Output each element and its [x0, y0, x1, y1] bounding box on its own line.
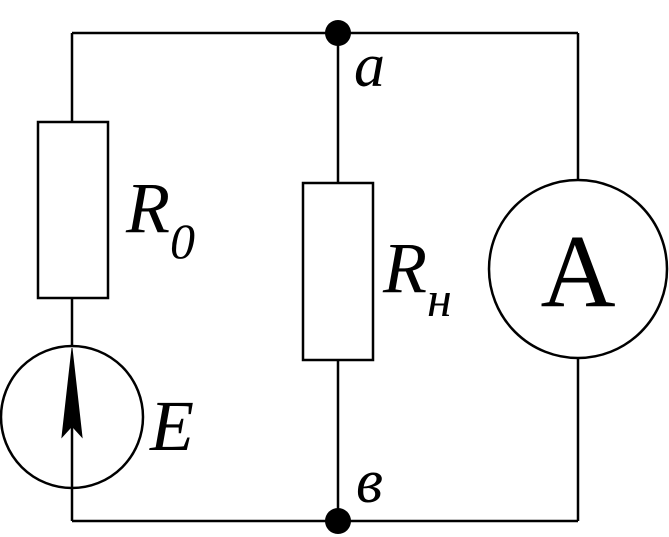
voltage-source: E: [0, 344, 194, 490]
ammeter-label: A: [540, 214, 615, 329]
voltage-source-arrow-head: [61, 347, 83, 439]
load-resistor-label-main: R: [382, 228, 427, 308]
ammeter-circle: [487, 178, 669, 360]
ammeter: A: [487, 178, 669, 360]
load-resistor-label: Rн: [382, 228, 452, 327]
node-bottom-label: в: [356, 448, 383, 516]
node-top-label: a: [354, 32, 385, 100]
internal-resistor: R0: [36, 120, 195, 300]
node-top-dot: [325, 20, 351, 46]
node-bottom-dot: [325, 508, 351, 534]
nodes: a в: [325, 20, 385, 534]
internal-resistor-label: R0: [125, 168, 195, 269]
internal-resistor-label-main: R: [125, 168, 170, 248]
load-resistor: Rн: [301, 181, 452, 362]
load-resistor-body: [301, 181, 375, 362]
internal-resistor-label-sub: 0: [170, 213, 195, 269]
load-resistor-label-sub: н: [427, 271, 452, 327]
internal-resistor-body: [36, 120, 110, 300]
voltage-source-label: E: [149, 386, 194, 466]
